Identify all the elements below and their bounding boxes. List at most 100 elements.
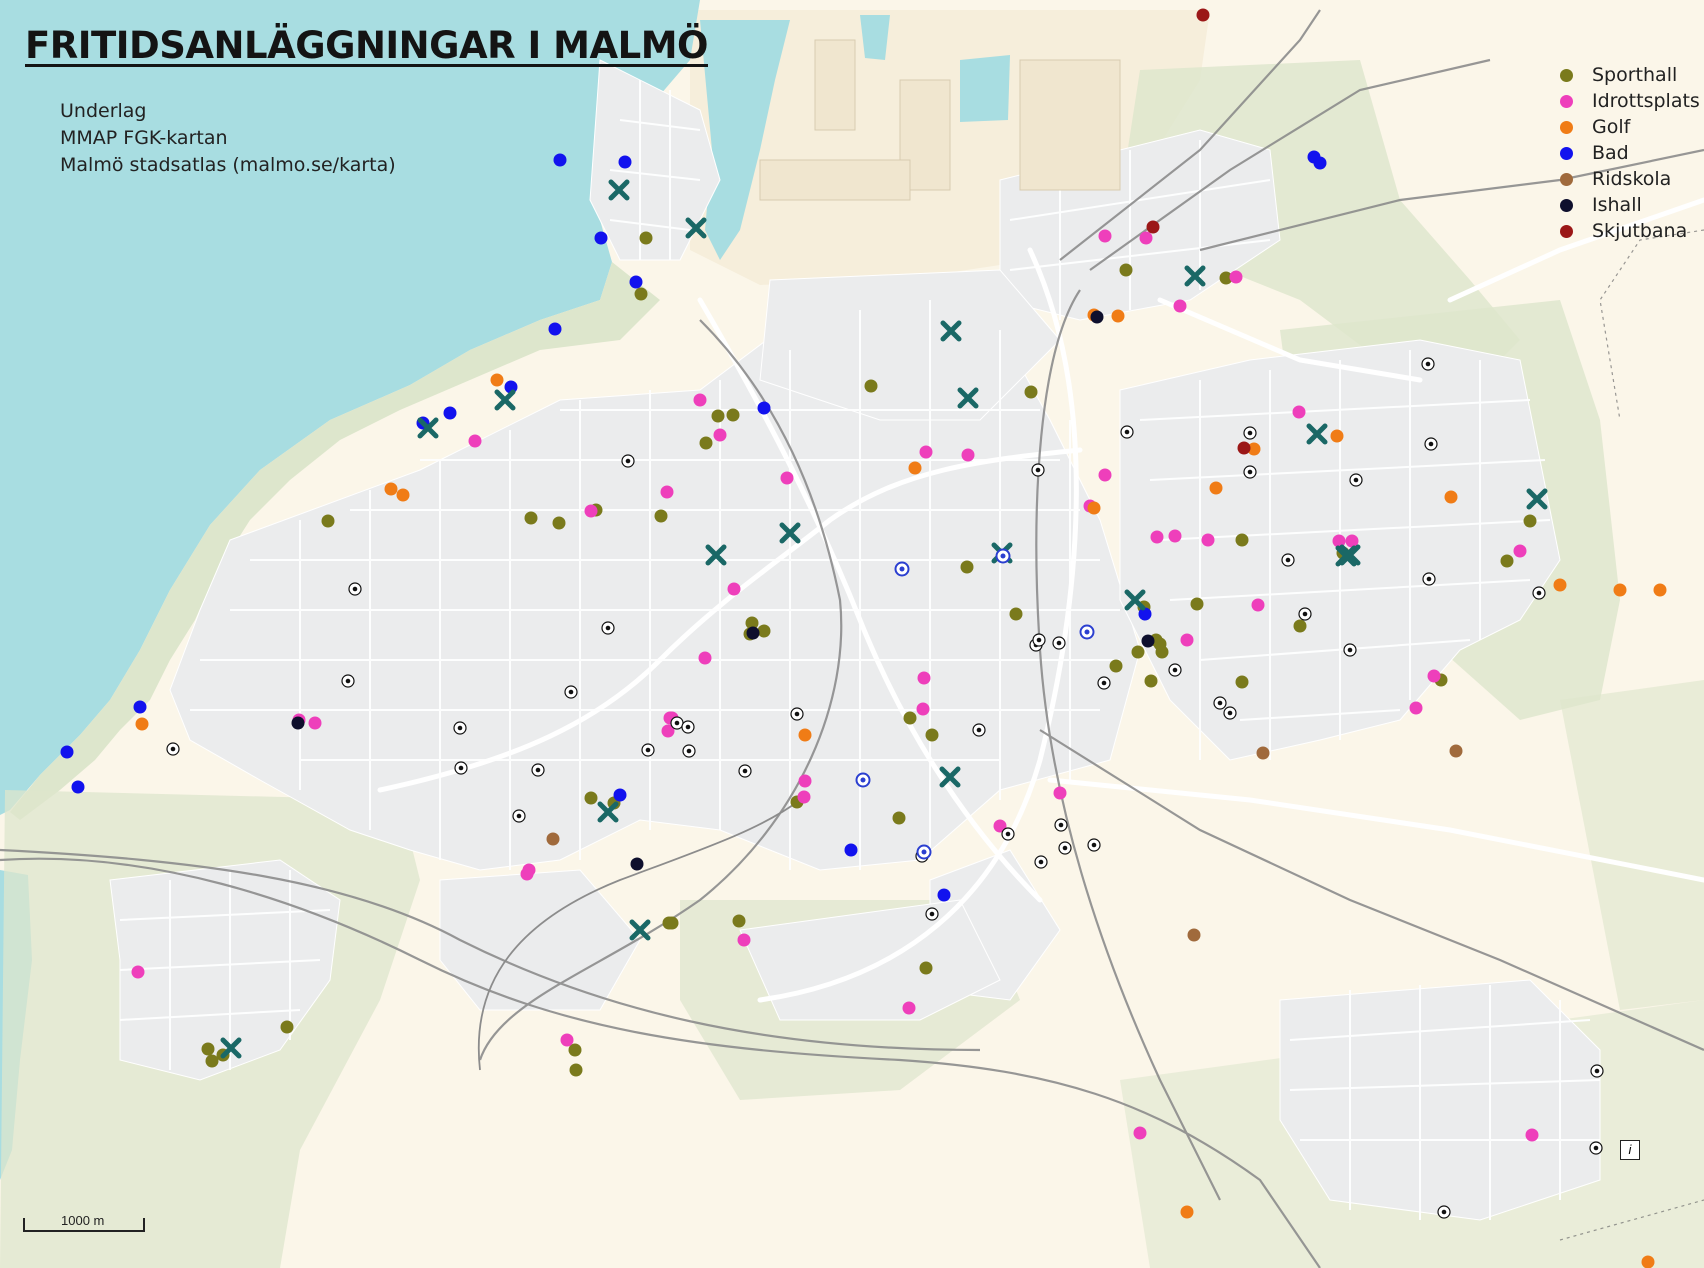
football-icon[interactable] xyxy=(1223,706,1237,720)
marker-golf[interactable] xyxy=(490,373,504,387)
marker-sporthall[interactable] xyxy=(732,914,746,928)
marker-bad[interactable] xyxy=(548,322,562,336)
marker-bad[interactable] xyxy=(757,401,771,415)
football-icon[interactable] xyxy=(1052,636,1066,650)
football-icon[interactable] xyxy=(738,764,752,778)
marker-golf[interactable] xyxy=(1209,481,1223,495)
marker-sporthall[interactable] xyxy=(1153,637,1167,651)
marker-sporthall[interactable] xyxy=(919,961,933,975)
facility-marker-x[interactable] xyxy=(220,1037,242,1059)
football-icon[interactable] xyxy=(1243,465,1257,479)
marker-golf[interactable] xyxy=(384,482,398,496)
marker-golf[interactable] xyxy=(1444,490,1458,504)
marker-sporthall[interactable] xyxy=(568,1043,582,1057)
football-icon[interactable] xyxy=(621,454,635,468)
marker-ridskola[interactable] xyxy=(1187,928,1201,942)
marker-idrottsplats[interactable] xyxy=(520,867,534,881)
marker-sporthall[interactable] xyxy=(1109,659,1123,673)
marker-skjutbana[interactable] xyxy=(1196,8,1210,22)
marker-sporthall[interactable] xyxy=(757,624,771,638)
marker-idrottsplats[interactable] xyxy=(1332,534,1346,548)
marker-bad[interactable] xyxy=(133,700,147,714)
marker-idrottsplats[interactable] xyxy=(780,471,794,485)
marker-idrottsplats[interactable] xyxy=(713,428,727,442)
marker-idrottsplats[interactable] xyxy=(131,965,145,979)
marker-bad[interactable] xyxy=(1138,607,1152,621)
marker-idrottsplats[interactable] xyxy=(727,582,741,596)
football-icon[interactable] xyxy=(1589,1141,1603,1155)
marker-idrottsplats[interactable] xyxy=(917,671,931,685)
marker-bad[interactable] xyxy=(71,780,85,794)
football-icon[interactable] xyxy=(601,621,615,635)
marker-bad[interactable] xyxy=(1313,156,1327,170)
marker-sporthall[interactable] xyxy=(201,1042,215,1056)
marker-bad[interactable] xyxy=(629,275,643,289)
marker-golf[interactable] xyxy=(1653,583,1667,597)
marker-idrottsplats[interactable] xyxy=(584,504,598,518)
facility-marker-x[interactable] xyxy=(608,179,630,201)
marker-sporthall[interactable] xyxy=(726,408,740,422)
football-icon[interactable] xyxy=(1034,855,1048,869)
facility-marker-x[interactable] xyxy=(1526,488,1548,510)
football-icon[interactable] xyxy=(512,809,526,823)
marker-idrottsplats[interactable] xyxy=(661,724,675,738)
football-icon[interactable] xyxy=(1424,437,1438,451)
marker-idrottsplats[interactable] xyxy=(1513,544,1527,558)
marker-idrottsplats[interactable] xyxy=(1150,530,1164,544)
football-icon[interactable] xyxy=(1058,841,1072,855)
marker-bad[interactable] xyxy=(613,788,627,802)
football-icon[interactable] xyxy=(166,742,180,756)
football-icon[interactable] xyxy=(531,763,545,777)
football-icon[interactable] xyxy=(1032,633,1046,647)
marker-sporthall[interactable] xyxy=(552,516,566,530)
marker-golf[interactable] xyxy=(396,488,410,502)
facility-marker-x[interactable] xyxy=(1184,265,1206,287)
marker-idrottsplats[interactable] xyxy=(1168,529,1182,543)
marker-ridskola[interactable] xyxy=(546,832,560,846)
facility-marker-x[interactable] xyxy=(685,217,707,239)
marker-ishall[interactable] xyxy=(1090,310,1104,324)
football-icon[interactable] xyxy=(341,674,355,688)
football-icon[interactable] xyxy=(453,721,467,735)
football-icon[interactable] xyxy=(1097,676,1111,690)
marker-idrottsplats[interactable] xyxy=(1098,229,1112,243)
star-badge-icon[interactable] xyxy=(894,561,910,577)
marker-sporthall[interactable] xyxy=(1219,271,1233,285)
star-badge-icon[interactable] xyxy=(995,548,1011,564)
marker-idrottsplats[interactable] xyxy=(1292,405,1306,419)
marker-sporthall[interactable] xyxy=(1144,674,1158,688)
marker-idrottsplats[interactable] xyxy=(1133,1126,1147,1140)
marker-idrottsplats[interactable] xyxy=(560,1033,574,1047)
marker-sporthall[interactable] xyxy=(1009,607,1023,621)
football-icon[interactable] xyxy=(1590,1064,1604,1078)
marker-golf[interactable] xyxy=(1087,501,1101,515)
football-icon[interactable] xyxy=(1421,357,1435,371)
football-icon[interactable] xyxy=(1298,607,1312,621)
marker-sporthall[interactable] xyxy=(1131,645,1145,659)
marker-idrottsplats[interactable] xyxy=(737,933,751,947)
marker-idrottsplats[interactable] xyxy=(1180,633,1194,647)
star-badge-icon[interactable] xyxy=(1079,624,1095,640)
marker-sporthall[interactable] xyxy=(665,916,679,930)
football-icon[interactable] xyxy=(972,723,986,737)
marker-sporthall[interactable] xyxy=(524,511,538,525)
football-icon[interactable] xyxy=(1001,827,1015,841)
marker-sporthall[interactable] xyxy=(925,728,939,742)
marker-idrottsplats[interactable] xyxy=(1251,598,1265,612)
facility-marker-x[interactable] xyxy=(939,766,961,788)
facility-marker-x[interactable] xyxy=(629,919,651,941)
marker-sporthall[interactable] xyxy=(569,1063,583,1077)
football-icon[interactable] xyxy=(1087,838,1101,852)
marker-idrottsplats[interactable] xyxy=(308,716,322,730)
marker-sporthall[interactable] xyxy=(864,379,878,393)
facility-marker-x[interactable] xyxy=(957,387,979,409)
marker-idrottsplats[interactable] xyxy=(916,702,930,716)
marker-bad[interactable] xyxy=(594,231,608,245)
marker-idrottsplats[interactable] xyxy=(468,434,482,448)
marker-idrottsplats[interactable] xyxy=(961,448,975,462)
facility-marker-x[interactable] xyxy=(940,320,962,342)
facility-marker-x[interactable] xyxy=(597,801,619,823)
facility-marker-x[interactable] xyxy=(705,544,727,566)
marker-idrottsplats[interactable] xyxy=(1345,534,1359,548)
